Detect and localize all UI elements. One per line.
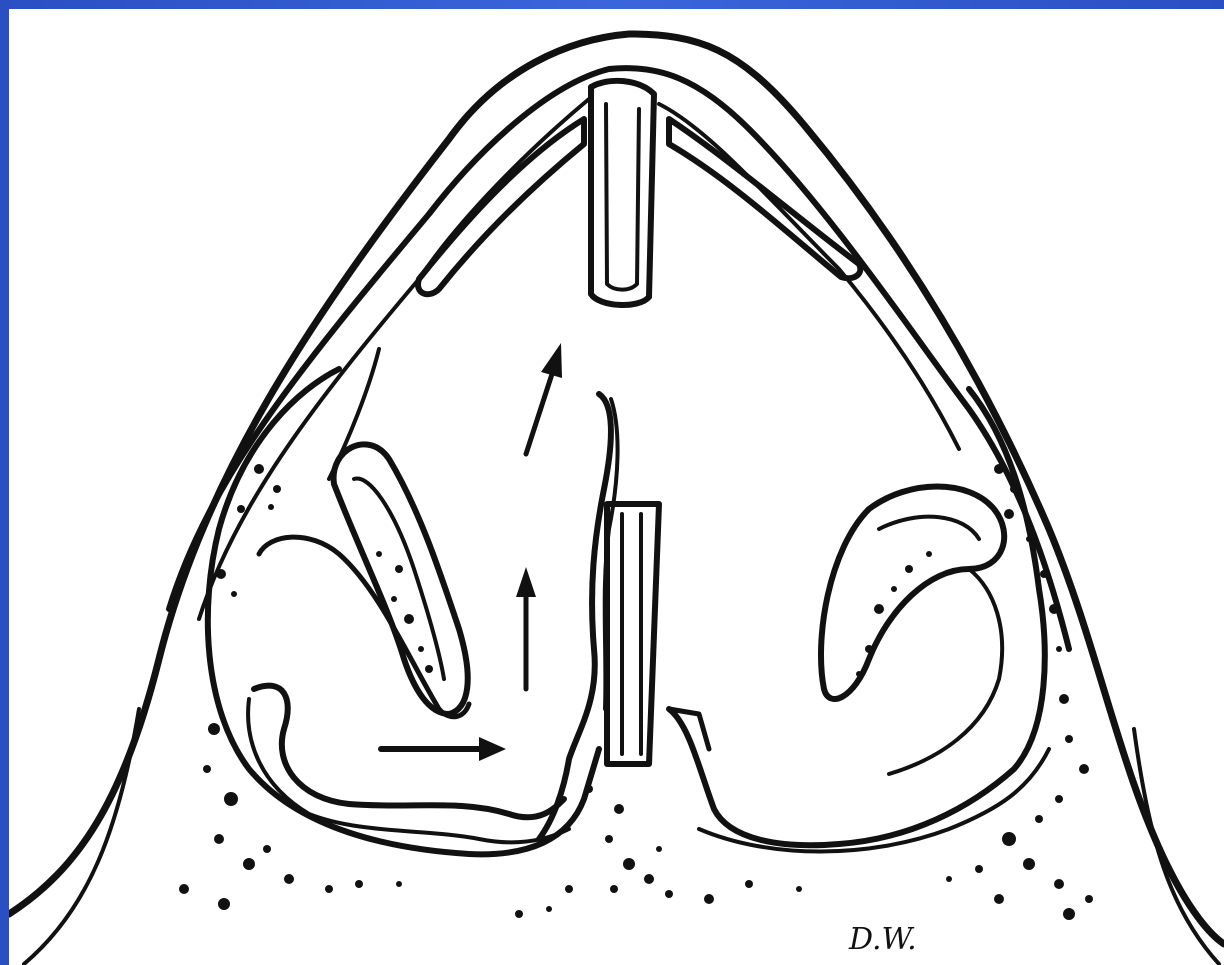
upper-nasal-vault [169,68,1069,649]
deviated-septum [539,394,618,839]
airflow-arrow-horizontal [381,737,506,761]
airflow-arrow-vertical [516,567,536,689]
right-nasal-chamber [669,389,1049,852]
nasal-cavity-cross-section-diagram: D.W. [9,9,1224,965]
artist-signature: D.W. [848,922,917,957]
outer-nose-contour [9,34,1224,964]
upper-septum [591,81,654,305]
airflow-arrow-diagonal [526,343,562,454]
illustration-canvas: D.W. [9,9,1224,965]
right-inferior-turbinate [821,487,1004,775]
left-floor-fold [248,686,569,843]
bone-stippling [179,464,1093,920]
left-nasal-chamber [208,349,599,854]
lower-septum [607,504,659,764]
left-inferior-turbinate [334,444,468,714]
